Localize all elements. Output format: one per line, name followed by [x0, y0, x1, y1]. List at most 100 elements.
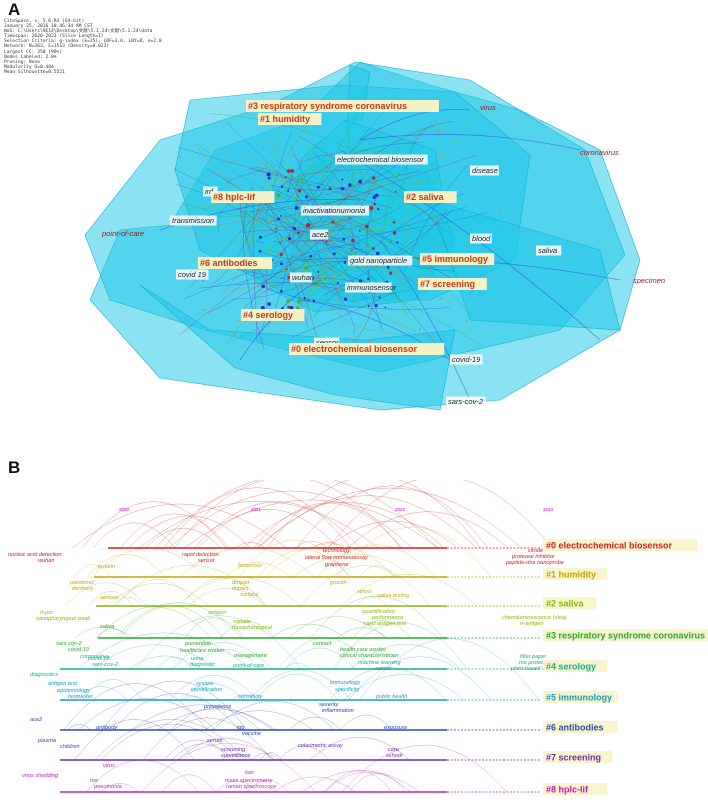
timeline-arc	[340, 714, 393, 731]
network-node	[386, 265, 390, 269]
network-node	[296, 306, 300, 310]
timeline-keyword: covid 19	[68, 647, 89, 653]
network-edge	[305, 172, 410, 284]
network-edge	[179, 164, 387, 335]
network-node	[258, 249, 262, 253]
timeline-cluster-label: #2 saliva	[546, 599, 585, 609]
network-node	[307, 298, 310, 301]
timeline-keyword: nasopharyngeal	[232, 625, 273, 631]
network-node	[312, 299, 316, 303]
network-edge	[379, 239, 471, 401]
timeline-keyword: lser	[245, 770, 255, 776]
network-cluster-label: #1 humidity	[260, 114, 310, 124]
network-node	[372, 176, 376, 180]
network-node	[281, 307, 284, 310]
network-edge	[224, 162, 267, 295]
timeline-keyword: virus	[103, 763, 115, 769]
timeline-arc	[78, 698, 216, 731]
network-nodes	[179, 127, 502, 342]
panel-b-label: B	[8, 458, 21, 477]
network-cluster-label: #3 respiratory syndrome coronavirus	[248, 101, 407, 111]
keyword-background	[335, 154, 428, 165]
network-node	[309, 254, 313, 258]
network-node	[499, 210, 501, 213]
network-edge	[273, 240, 342, 242]
network-node	[316, 185, 320, 189]
network-edge	[296, 221, 345, 247]
network-node	[329, 165, 331, 168]
metadata-line: Largest CC: 350 (96%)	[4, 49, 63, 55]
timeline-arc	[359, 638, 539, 701]
network-node	[304, 266, 308, 270]
timeline-arc	[74, 626, 134, 639]
timeline-arc	[187, 588, 266, 607]
network-node	[280, 289, 283, 293]
network-cluster-labels: #3 respiratory syndrome coronavirus #1 hu…	[198, 100, 495, 355]
timeline-arc	[156, 656, 192, 670]
timeline-keyword: inflammation	[322, 708, 354, 714]
timeline-arc	[130, 704, 274, 731]
metadata-line: Network: N=363, E=1513 (Density=0.023)	[4, 44, 110, 50]
network-node	[369, 206, 374, 211]
timeline-arc	[292, 553, 415, 578]
network-edge	[208, 178, 379, 314]
timeline-arc	[296, 485, 489, 549]
timeline-keyword: antigen	[208, 610, 226, 616]
network-node	[358, 179, 363, 184]
network-node	[287, 276, 291, 279]
timeline-arc	[257, 549, 350, 578]
keyword-background	[450, 354, 483, 365]
network-node	[341, 178, 344, 181]
network-edge	[176, 184, 342, 289]
cluster-label-background	[404, 191, 457, 203]
network-node	[440, 297, 443, 300]
network-node	[500, 229, 502, 231]
timeline-keyword: nasopharyngeal swab	[36, 616, 90, 622]
network-node	[297, 299, 301, 303]
timeline-arc	[340, 573, 477, 607]
timeline-arc	[95, 628, 129, 639]
timeline-keyword: rapid antigen test	[363, 621, 406, 627]
network-edge	[320, 170, 482, 244]
timeline-arc	[183, 695, 205, 701]
timeline-arc	[359, 565, 395, 578]
metadata-line: Mean Silhouette=0.5521	[4, 69, 65, 75]
timeline-arc	[162, 774, 216, 793]
timeline-arc	[235, 542, 266, 549]
network-node	[206, 328, 209, 331]
network-node	[296, 194, 300, 198]
network-cluster-label: #6 antibodies	[200, 258, 258, 268]
timeline-arc	[106, 582, 209, 607]
network-node	[441, 155, 443, 158]
network-keyword: disease	[472, 166, 498, 175]
network-edge	[250, 169, 370, 298]
timeline-keyword: raman spectroscopy	[226, 784, 278, 790]
timeline-arc	[74, 719, 195, 761]
cluster-label-background	[198, 257, 273, 269]
network-edge	[227, 169, 264, 184]
timeline-arc	[143, 717, 272, 761]
timeline-arc	[181, 683, 245, 701]
timeline-cluster-label: #5 immunology	[546, 693, 612, 703]
network-edge	[242, 192, 324, 213]
network-node	[466, 245, 468, 248]
timeline-arc	[204, 710, 314, 731]
network-edge	[347, 115, 370, 250]
network-edge	[298, 135, 350, 173]
timeline-keyword: covid-19	[88, 656, 109, 662]
timeline-label-background	[543, 721, 618, 733]
network-node	[305, 195, 308, 199]
network-node	[348, 183, 352, 187]
network-edge	[292, 292, 393, 338]
timeline-arc	[265, 543, 395, 578]
timeline-arc	[253, 502, 402, 549]
network-node	[300, 177, 304, 181]
timeline-year: 2020	[119, 507, 130, 512]
network-node	[378, 296, 381, 299]
network-edge	[243, 277, 356, 310]
timeline-keyword: virus shedding	[22, 773, 59, 779]
timeline-keyword: management	[234, 653, 267, 659]
network-node	[388, 268, 391, 271]
timeline-arc	[352, 620, 411, 639]
